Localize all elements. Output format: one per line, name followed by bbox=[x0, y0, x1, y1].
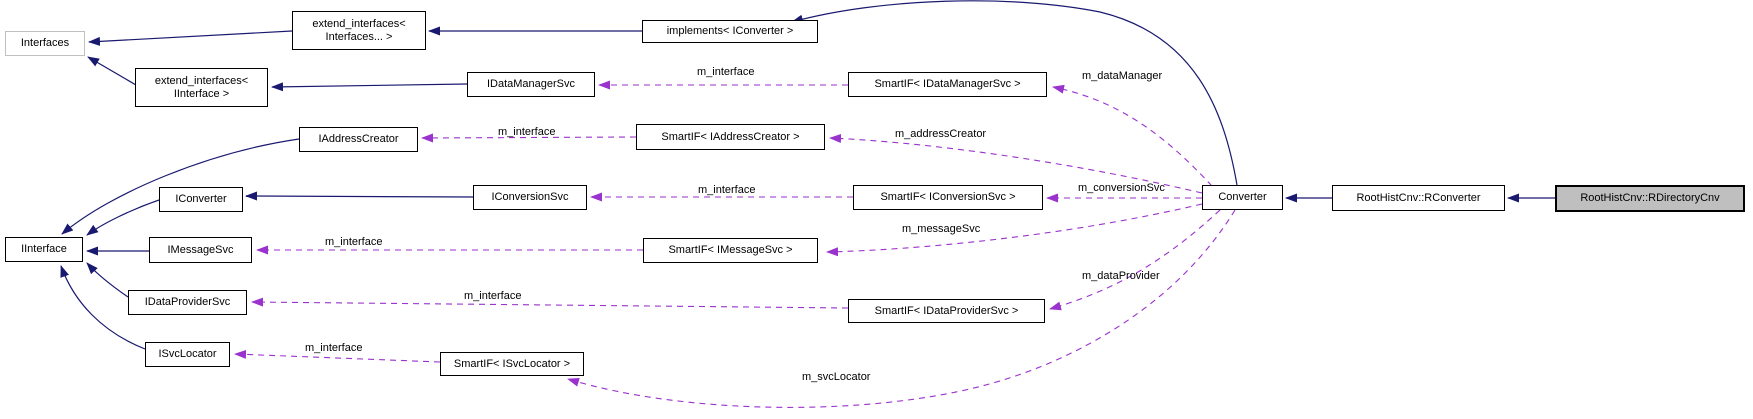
node-iinterface[interactable]: IInterface bbox=[5, 237, 83, 262]
node-idataprovidersvc[interactable]: IDataProviderSvc bbox=[128, 290, 247, 315]
node-smartif-idataprovidersvc[interactable]: SmartIF< IDataProviderSvc > bbox=[848, 299, 1045, 323]
edge-label-m-messagesvc: m_messageSvc bbox=[902, 223, 981, 235]
edge-label-m-interface-dataprovider: m_interface bbox=[464, 290, 522, 302]
edge-label-m-interface-conversionsvc: m_interface bbox=[698, 184, 756, 196]
edge-usage-converter-smartifaddresscreator bbox=[829, 133, 1203, 194]
edge-inherit-extendiinterface-interfaces bbox=[87, 56, 137, 86]
node-iconverter[interactable]: IConverter bbox=[159, 187, 243, 212]
edge-usage-smartifaddresscreator-iaddresscreator bbox=[421, 133, 637, 143]
node-smartif-idatamanagersvc[interactable]: SmartIF< IDataManagerSvc > bbox=[848, 72, 1047, 97]
edge-label-m-interface-datamanager: m_interface bbox=[697, 66, 755, 78]
edge-inherit-iaddresscreator-iinterface bbox=[61, 138, 300, 235]
edge-inherit-idatamanagersvc-extendiinterface bbox=[271, 82, 468, 92]
edge-inherit-converter-implements bbox=[791, 0, 1238, 186]
node-converter[interactable]: Converter bbox=[1202, 185, 1283, 210]
edge-label-m-datamanager: m_dataManager bbox=[1082, 70, 1163, 82]
edge-usage-converter-smartifdatamanager bbox=[1052, 84, 1213, 187]
edge-inherit-iconversionsvc-iconverter bbox=[245, 191, 474, 201]
edge-inherit-isvclocator-iinterface bbox=[60, 265, 146, 350]
edge-label-m-dataprovider: m_dataProvider bbox=[1082, 270, 1160, 282]
edge-label-m-svclocator: m_svcLocator bbox=[802, 371, 871, 383]
node-roothistcnv-rdirectorycnv: RootHistCnv::RDirectoryCnv bbox=[1555, 185, 1745, 212]
node-imessagesvc[interactable]: IMessageSvc bbox=[149, 237, 252, 263]
node-isvclocator[interactable]: ISvcLocator bbox=[145, 342, 230, 367]
node-smartif-isvclocator[interactable]: SmartIF< ISvcLocator > bbox=[440, 352, 584, 376]
edge-label-m-addresscreator: m_addressCreator bbox=[895, 128, 987, 140]
node-extend-interfaces-variadic[interactable]: extend_interfaces< Interfaces... > bbox=[292, 11, 426, 50]
edge-usage-converter-smartifsvclocator bbox=[567, 209, 1236, 408]
edge-inherit-extendvariadic-interfaces bbox=[88, 30, 293, 46]
edge-label-m-interface-messagesvc: m_interface bbox=[325, 236, 383, 248]
node-implements-iconverter[interactable]: implements< IConverter > bbox=[642, 20, 818, 43]
node-interfaces: Interfaces bbox=[5, 31, 85, 56]
edge-label-m-interface-addresscreator: m_interface bbox=[498, 126, 556, 138]
edge-usage-converter-smartifdataprovider bbox=[1049, 209, 1221, 311]
node-extend-interfaces-iinterface[interactable]: extend_interfaces< IInterface > bbox=[135, 68, 268, 107]
edge-label-m-conversionsvc: m_conversionSvc bbox=[1078, 182, 1165, 194]
node-smartif-iaddresscreator[interactable]: SmartIF< IAddressCreator > bbox=[636, 124, 825, 150]
node-iaddresscreator[interactable]: IAddressCreator bbox=[299, 127, 418, 152]
edge-inherit-idataprovidersvc-iinterface bbox=[86, 262, 129, 298]
edge-usage-smartifdataprovider-idataprovidersvc bbox=[251, 297, 849, 309]
edge-usage-converter-smartifmessagesvc bbox=[826, 203, 1203, 257]
node-smartif-imessagesvc[interactable]: SmartIF< IMessageSvc > bbox=[643, 238, 818, 263]
node-idatamanagersvc[interactable]: IDataManagerSvc bbox=[467, 72, 595, 97]
edge-inherit-iconverter-iinterface bbox=[86, 199, 160, 236]
edge-label-m-interface-svclocator: m_interface bbox=[305, 342, 363, 354]
edge-usage-smartifsvclocator-isvclocator bbox=[234, 349, 441, 363]
node-smartif-iconversionsvc[interactable]: SmartIF< IConversionSvc > bbox=[853, 185, 1043, 210]
node-roothistcnv-rconverter[interactable]: RootHistCnv::RConverter bbox=[1332, 185, 1505, 211]
node-iconversionsvc[interactable]: IConversionSvc bbox=[473, 185, 587, 210]
